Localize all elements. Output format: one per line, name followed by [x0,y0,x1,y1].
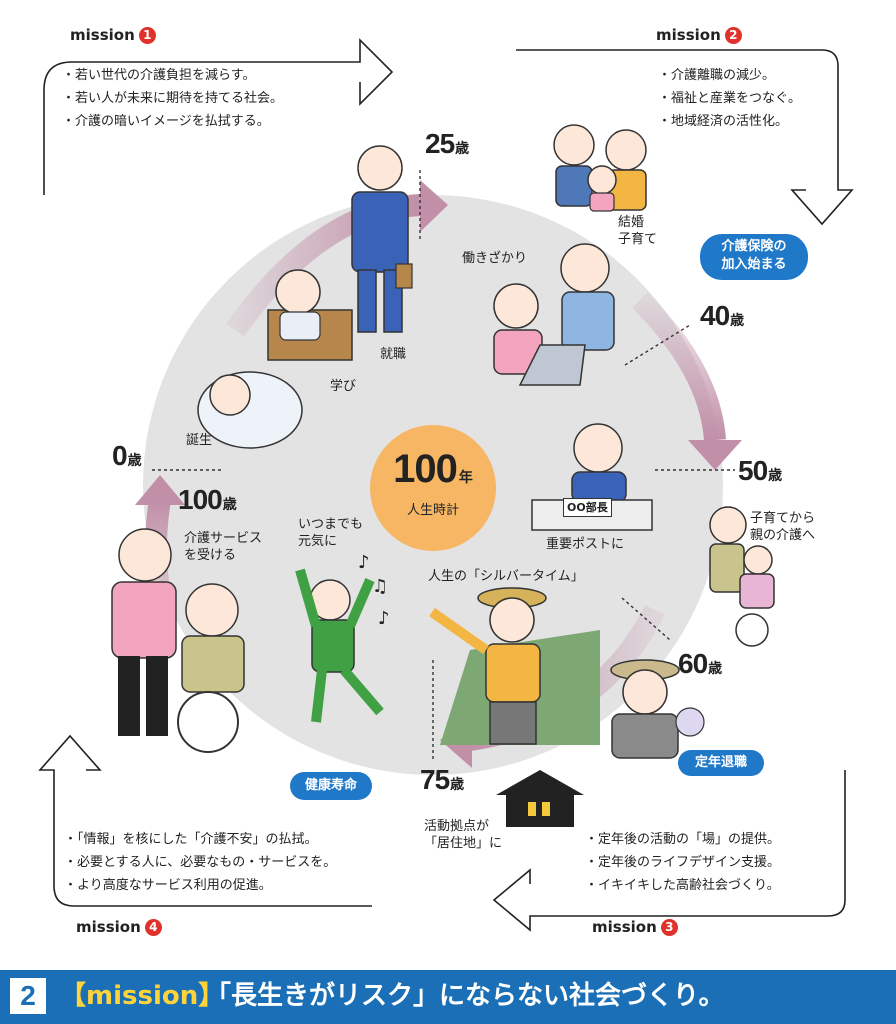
list-item: 定年後の活動の「場」の提供。 [585,828,780,851]
office-workers-figure [493,243,615,386]
center-caption: 人生時計 [406,503,459,518]
bubble-retirement: 定年退職 [678,750,764,776]
mission-4-badge: 4 [144,918,162,936]
mission-3-list: 定年後の活動の「場」の提供。 定年後のライフデザイン支援。 イキイキした高齢社会… [585,828,780,897]
label-care-service: 介護サービス を受ける [184,531,263,563]
label-base: 活動拠点が 「居住地」に [424,819,503,851]
mission-1-badge: 1 [138,26,156,44]
exercising-elder-figure [295,568,384,723]
mission-2-list: 介護離職の減少。 福祉と産業をつなぐ。 地域経済の活性化。 [658,64,801,133]
age-50: 50歳 [738,455,783,486]
hiker-figure [429,587,600,745]
mission-3-badge: 3 [660,918,678,936]
caregiver-wheelchair-figure [709,506,775,647]
mission-1-title: mission 1 [70,26,156,44]
label-energetic: いつまでも 元気に [298,517,364,549]
list-item: 若い人が未来に期待を持てる社会。 [62,87,283,110]
age-75: 75歳 [420,764,465,795]
family-figure [553,124,647,212]
list-item: 若い世代の介護負担を減らす。 [62,64,283,87]
list-item: 定年後のライフデザイン支援。 [585,851,780,874]
label-silver-time: 人生の「シルバータイム」 [428,569,584,584]
list-item: より高度なサービス利用の促進。 [64,874,336,897]
student-figure [267,269,353,361]
music-notes-icon: ♪ ♫ ♪ [358,552,390,629]
svg-text:♪: ♪ [358,552,370,573]
footer-tag: 【mission】 [60,981,225,1011]
label-key-post: 重要ポストに [546,537,625,552]
retiree-figure [610,659,705,759]
list-item: 地域経済の活性化。 [658,110,801,133]
mission-frames [38,38,854,932]
svg-text:♪: ♪ [378,608,390,629]
footer-number: 2 [10,978,46,1014]
footer-title: 「長生きがリスク」にならない社会づくり。 [205,981,725,1011]
age-ticks [152,170,735,760]
list-item: 福祉と産業をつなぐ。 [658,87,801,110]
list-item: 介護の暗いイメージを払拭する。 [62,110,283,133]
list-item: イキイキした高齢社会づくり。 [585,874,780,897]
bubble-insurance: 介護保険の 加入始まる [700,234,808,280]
mission-3-title: mission 3 [592,918,678,936]
nameplate: OO部長 [563,498,612,517]
new-employee-figure [351,145,413,333]
age-25: 25歳 [425,128,470,159]
baby-figure [197,371,303,449]
list-item: 必要とする人に、必要なもの・サービスを。 [64,851,336,874]
age-0: 0歳 [112,440,142,471]
mission-4-title: mission 4 [76,918,162,936]
list-item: 「情報」を核にした「介護不安」の払拭。 [64,828,336,851]
svg-text:♫: ♫ [372,576,388,597]
label-marriage: 結婚 子育て [618,215,658,247]
age-100: 100歳 [178,484,237,515]
mission-4-list: 「情報」を核にした「介護不安」の払拭。 必要とする人に、必要なもの・サービスを。… [64,828,336,897]
mission-1-list: 若い世代の介護負担を減らす。 若い人が未来に期待を持てる社会。 介護の暗いイメー… [62,64,283,133]
label-prime: 働きざかり [462,251,528,266]
mission-2-title: mission 2 [656,26,742,44]
house-icon [496,770,584,827]
footer-banner: 2 【mission】 「長生きがリスク」にならない社会づくり。 [0,970,896,1024]
manager-figure [531,423,653,531]
label-parent-care: 子育てから 親の介護へ [750,511,816,543]
elderly-care-figure [111,528,245,753]
label-employment: 就職 [380,347,407,362]
mission-2-badge: 2 [724,26,742,44]
label-birth: 誕生 [186,433,213,448]
bubble-healthy-life: 健康寿命 [290,772,372,800]
label-study: 学び [330,379,357,394]
age-40: 40歳 [700,300,745,331]
list-item: 介護離職の減少。 [658,64,801,87]
age-60: 60歳 [678,648,723,679]
